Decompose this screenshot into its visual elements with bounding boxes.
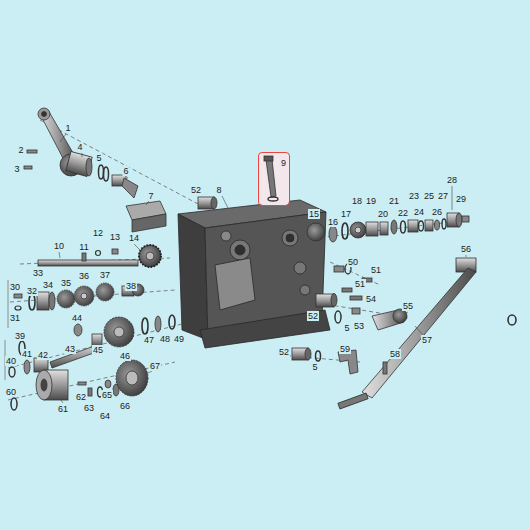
callout-number: 27 [437,191,449,201]
callout-number: 46 [119,351,131,361]
callout-number: 17 [340,209,352,219]
callout-number: 52 [278,347,290,357]
callout-number: 57 [421,335,433,345]
callout-number: 8 [215,185,222,195]
callout-number: 48 [159,334,171,344]
callout-number: 60 [5,387,17,397]
callout-number: 49 [173,334,185,344]
callout-number: 28 [446,175,458,185]
callout-number: 54 [365,294,377,304]
callout-number: 64 [99,411,111,421]
highlight-box: 9 [258,152,290,206]
callout-number: 6 [122,166,129,176]
callout-number: 21 [388,196,400,206]
callout-number: 41 [21,349,33,359]
callout-number: 5 [311,362,318,372]
callout-number: 67 [149,361,161,371]
callout-number: 14 [128,233,140,243]
callout-number: 52 [190,185,202,195]
callout-number: 31 [9,313,21,323]
callout-number: 62 [75,392,87,402]
callout-number: 51 [370,265,382,275]
callout-number: 58 [389,349,401,359]
callout-number: 25 [423,191,435,201]
callout-number: 5 [95,153,102,163]
callout-number: 10 [53,241,65,251]
callout-number: 5 [343,323,350,333]
callout-number: 40 [5,356,17,366]
callout-number: 66 [119,401,131,411]
callout-number: 33 [32,268,44,278]
callout-number: 24 [413,207,425,217]
callout-number: 37 [99,270,111,280]
callout-number: 47 [143,335,155,345]
callout-number: 12 [92,228,104,238]
callout-number: 23 [408,191,420,201]
callout-number: 2 [17,145,24,155]
callout-number: 32 [26,286,38,296]
callout-number: 19 [365,196,377,206]
callout-number: 11 [78,242,89,252]
callout-number: 3 [13,164,20,174]
callout-number: 22 [397,208,409,218]
callout-number: 50 [347,257,359,267]
callout-number: 4 [76,142,83,152]
callout-number: 16 [327,217,339,227]
callout-number: 45 [92,345,104,355]
callout-number: 61 [57,404,69,414]
callout-number: 7 [147,191,154,201]
callout-number: 26 [431,207,443,217]
callout-number: 53 [353,321,365,331]
callout-number: 55 [402,301,414,311]
callout-number: 9 [281,158,286,168]
callout-number: 35 [60,278,72,288]
callout-number: 34 [42,280,54,290]
callout-number: 42 [37,350,49,360]
callout-number: 52 [307,311,319,321]
callout-number: 30 [9,282,21,292]
callout-number: 51 [354,279,366,289]
callout-number: 43 [64,344,76,354]
callout-number: 29 [455,194,467,204]
callout-number: 44 [71,313,83,323]
callout-number: 13 [109,232,121,242]
callout-number: 38 [125,281,137,291]
callout-number: 59 [339,344,351,354]
callout-number: 20 [377,209,389,219]
callout-number: 56 [460,244,472,254]
callout-number: 63 [83,403,95,413]
callout-number: 18 [351,196,363,206]
callout-number: 65 [101,390,113,400]
callout-number: 39 [14,331,26,341]
callout-number: 1 [64,123,71,133]
callout-number: 36 [78,271,90,281]
callout-number: 15 [308,209,320,219]
